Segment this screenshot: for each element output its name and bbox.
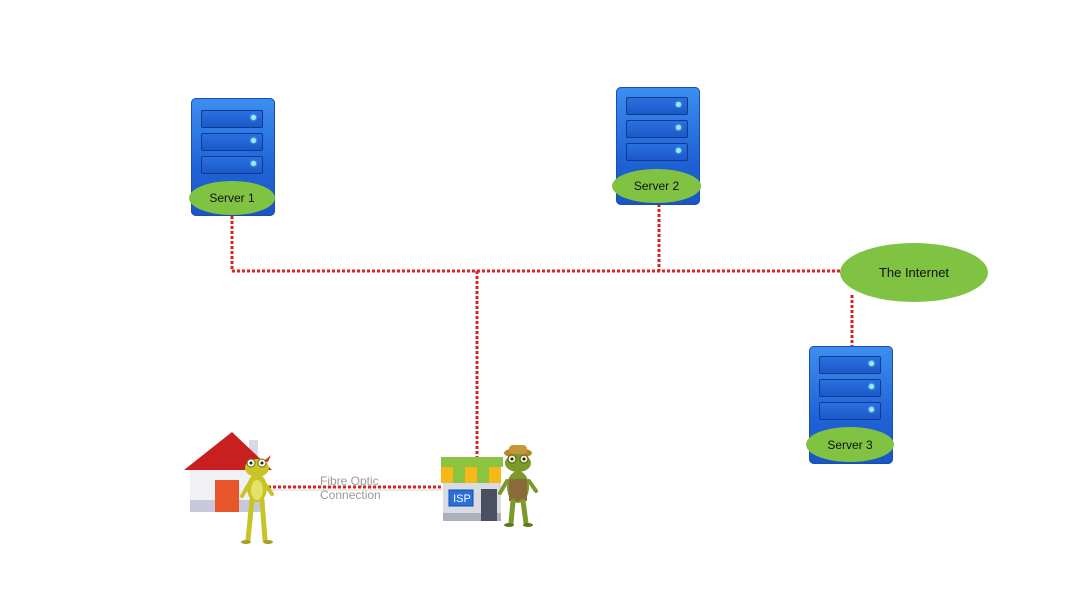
isp-sign: ISP (453, 493, 471, 505)
server-1-label: Server 1 (189, 181, 275, 215)
connection-label-line-2: Connection (320, 488, 381, 502)
isp-frog-icon (498, 445, 538, 527)
server-2-label: Server 2 (612, 169, 701, 203)
connection-label: Fibre Optic Connection (320, 474, 381, 502)
isp-shop-icon (441, 457, 503, 521)
connection-label-line-1: Fibre Optic (320, 474, 379, 488)
server-3-label: Server 3 (806, 427, 894, 462)
internet-node: The Internet (840, 243, 988, 302)
house-icon (184, 432, 274, 544)
